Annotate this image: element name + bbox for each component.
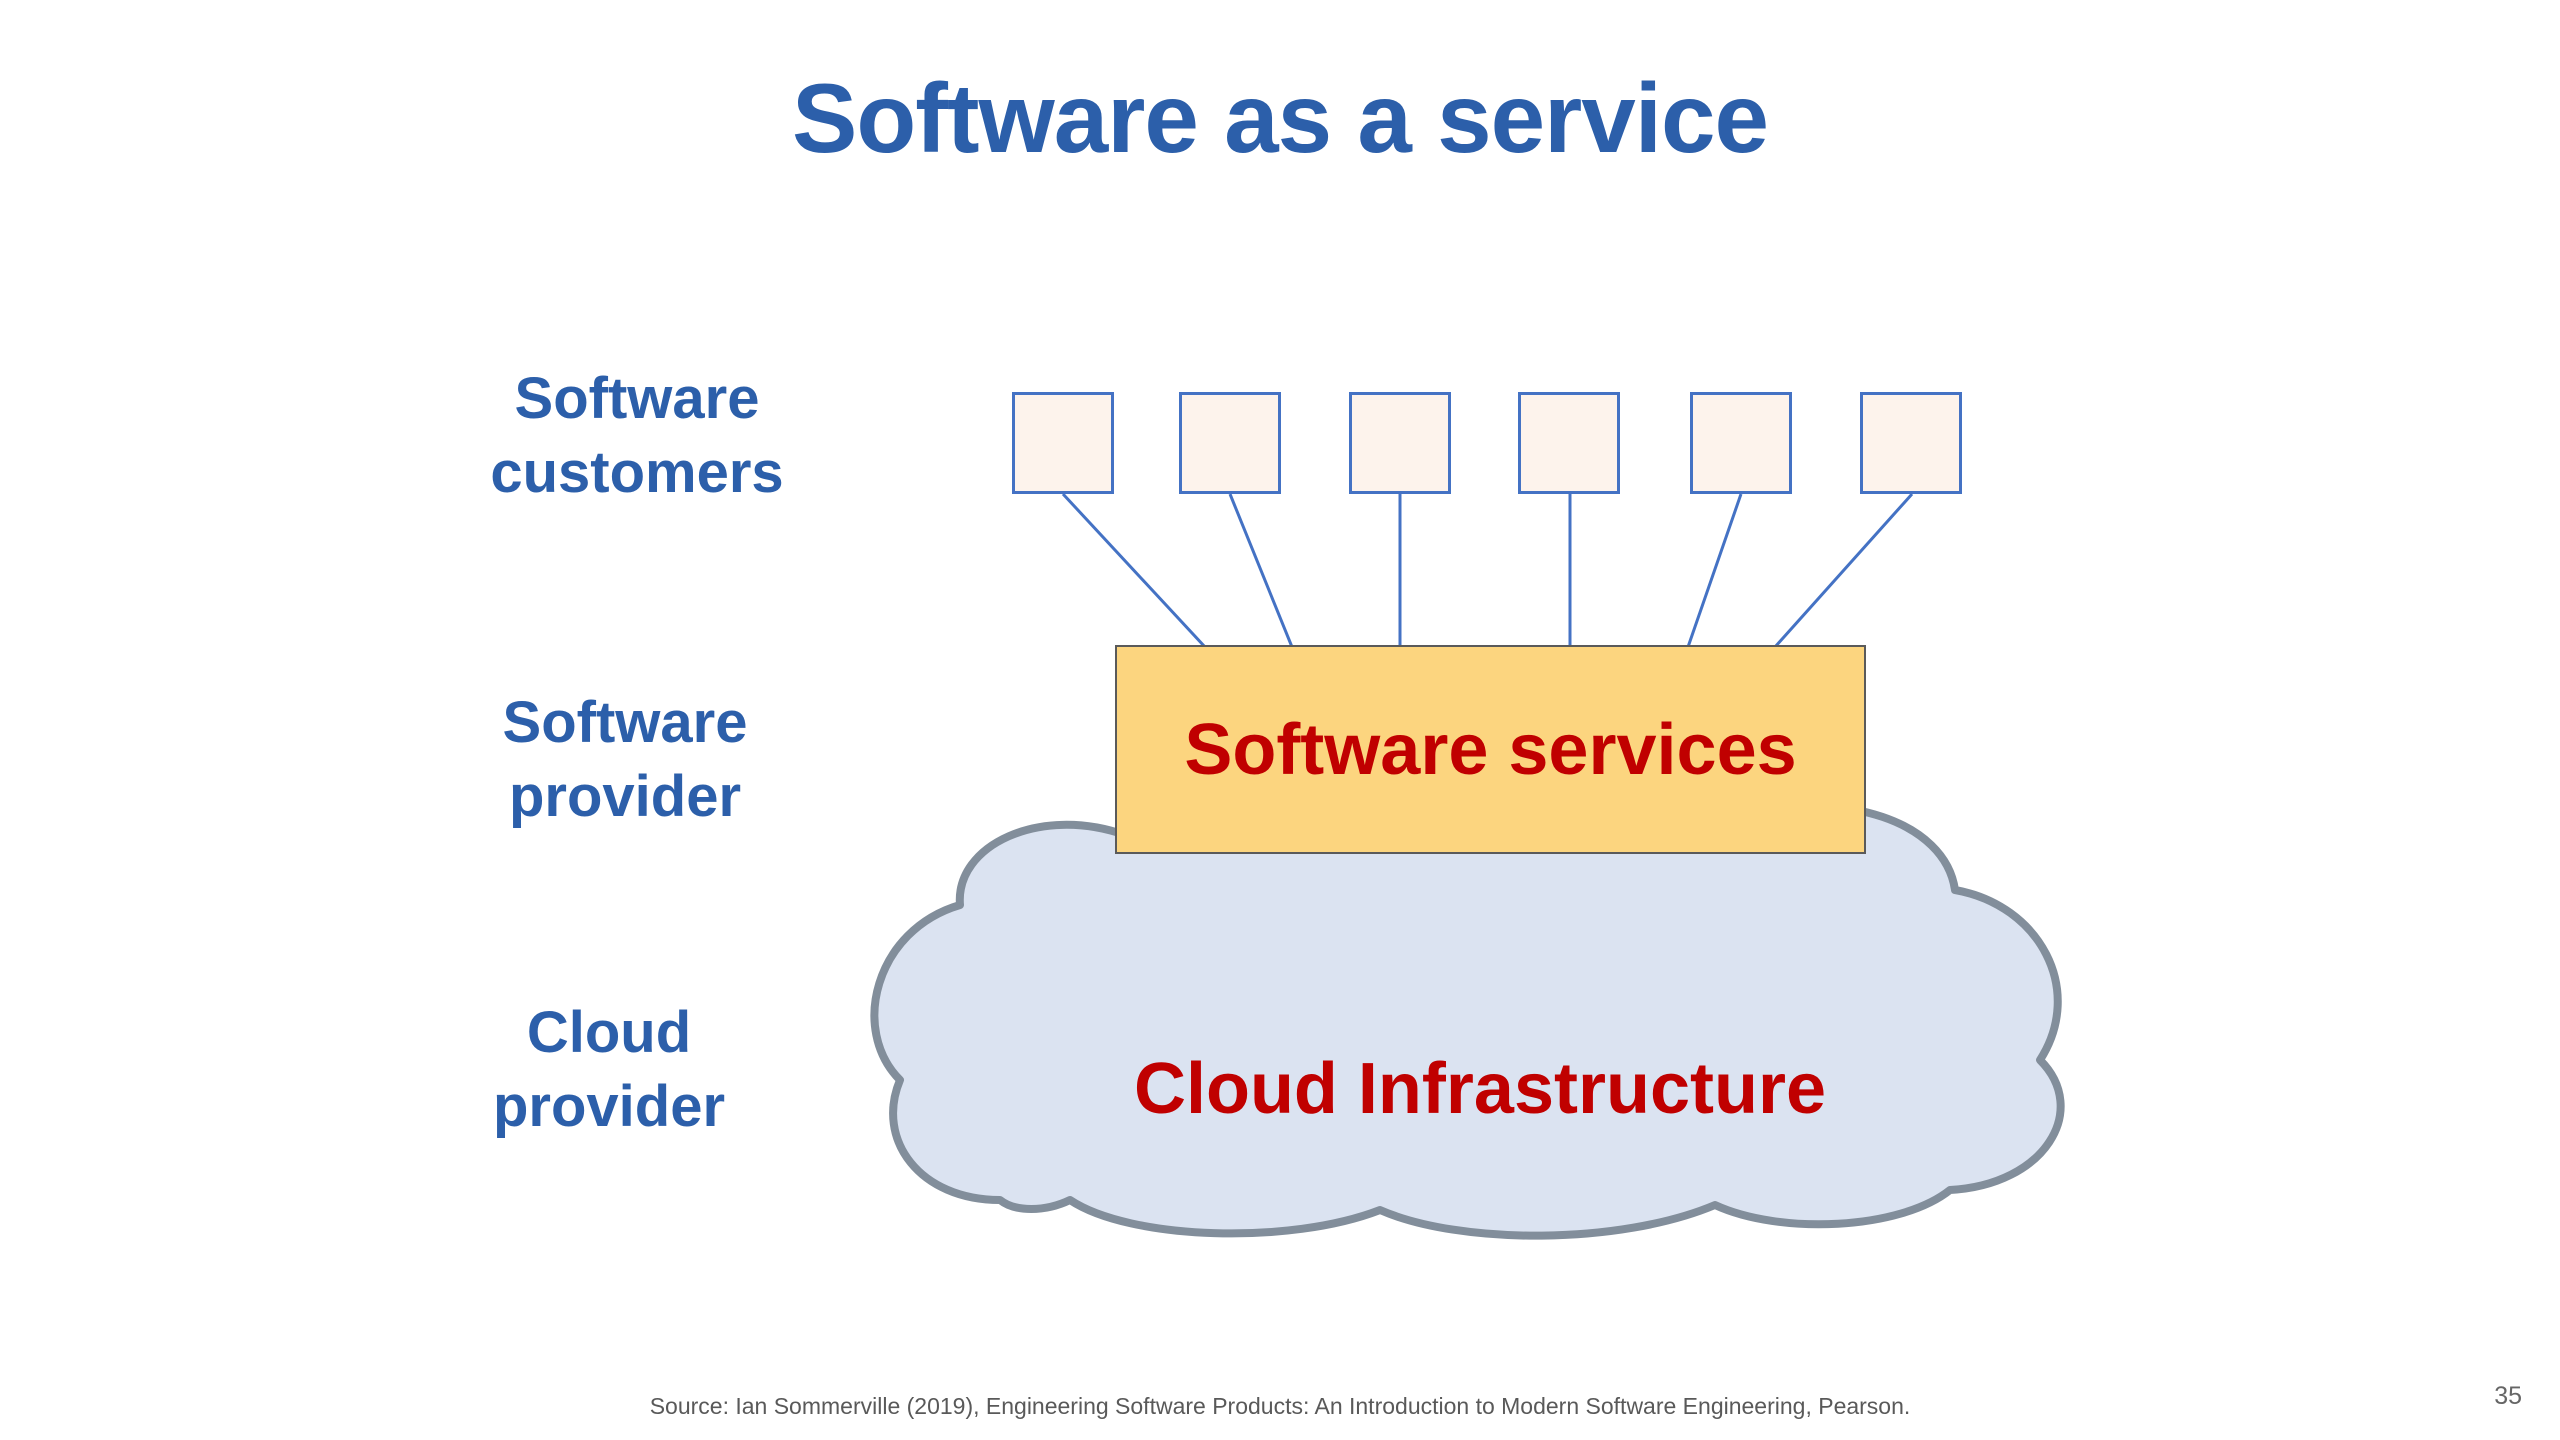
customer-square [1518, 392, 1620, 494]
row-label-cloud-provider: Cloud provider [492, 1000, 726, 1140]
customer-square [1179, 392, 1281, 494]
row-label-software-customers: Software customers [490, 366, 784, 506]
software-services-label: Software services [1184, 709, 1797, 790]
cloud-infrastructure-label: Cloud Infrastructure [1133, 1049, 1827, 1129]
connector-line-5 [1686, 493, 1743, 648]
software-services-box: Software services [1115, 645, 1866, 854]
connector-line-6 [1773, 492, 1914, 649]
connector-line-1 [1061, 492, 1207, 649]
customer-square [1690, 392, 1792, 494]
customer-square [1012, 392, 1114, 494]
connector-lines [1061, 492, 1914, 649]
customer-square [1860, 392, 1962, 494]
customer-square [1349, 392, 1451, 494]
slide-title: Software as a service [792, 63, 1769, 173]
row-label-software-provider: Software provider [502, 690, 748, 830]
source-attribution: Source: Ian Sommerville (2019), Engineer… [649, 1393, 1911, 1419]
page-number: 35 [2494, 1382, 2522, 1410]
cloud-shape [870, 770, 2065, 1240]
connector-line-2 [1228, 493, 1294, 648]
